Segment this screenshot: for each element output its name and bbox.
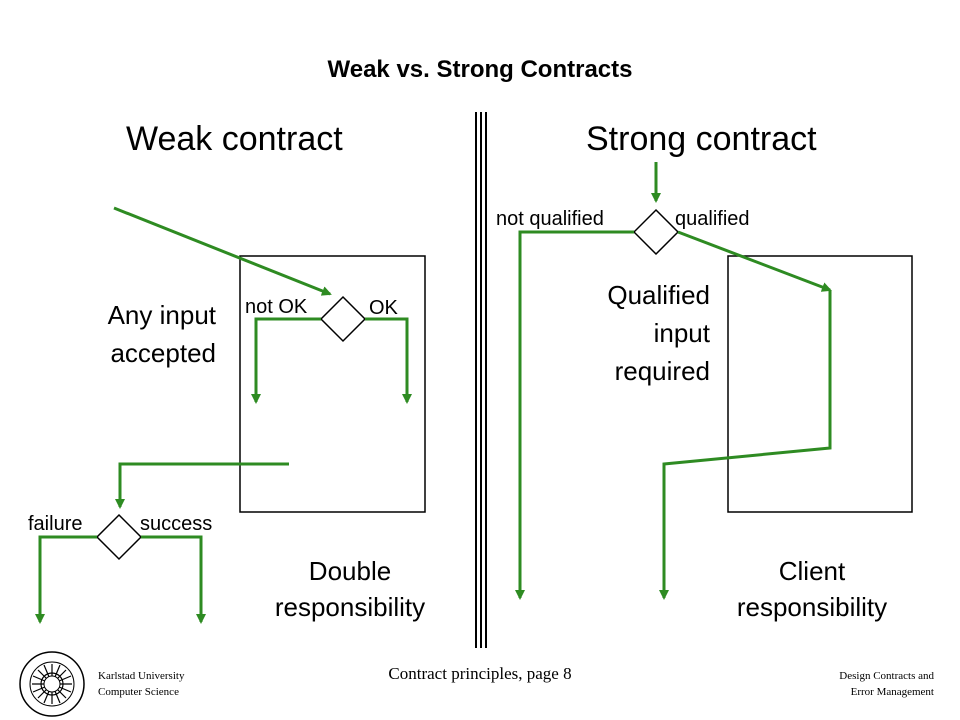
slide-title: Weak vs. Strong Contracts [327,56,633,83]
client-responsibility-line1: Client [778,556,846,586]
weak-supplier-box [239,255,426,513]
failure-label: failure [28,513,83,535]
strong-supplier-box [727,255,913,513]
weak-not-ok-path [251,317,321,404]
strong-qualified-path [677,230,832,292]
qualified-label: qualified [675,208,750,230]
weak-success-path [141,535,206,624]
weak-decision-diamond [319,295,367,343]
any-input-label-line1: Any input [107,300,216,330]
strong-contract-heading: Strong contract [586,120,817,158]
weak-client-diamond [95,513,143,561]
qualified-input-line2: input [653,318,710,348]
client-responsibility-line2: responsibility [736,592,888,622]
university-seal-logo [19,651,85,717]
footer-university: Karlstad University [98,670,185,682]
weak-contract-heading: Weak contract [126,120,343,158]
weak-input-arrow [113,206,332,296]
weak-failure-path [35,535,97,624]
double-responsibility-line1: Double [308,556,392,586]
footer-course-line2: Error Management [850,686,934,698]
weak-return-path [115,462,289,509]
strong-not-qualified-path [515,230,634,600]
qualified-input-line3: required [614,356,710,386]
footer-page-number: Contract principles, page 8 [388,664,572,683]
success-label: success [140,513,213,535]
ok-label: OK [369,297,398,319]
center-divider [475,112,487,648]
footer-department: Computer Science [98,686,179,698]
qualified-input-line1: Qualified [607,280,710,310]
double-responsibility-line2: responsibility [274,592,426,622]
not-qualified-label: not qualified [496,208,604,230]
footer-course-line1: Design Contracts and [839,670,934,682]
strong-return-path [659,290,832,600]
any-input-label-line2: accepted [110,338,216,368]
strong-decision-diamond [632,208,680,256]
weak-ok-path [365,317,412,404]
not-ok-label: not OK [245,296,308,318]
